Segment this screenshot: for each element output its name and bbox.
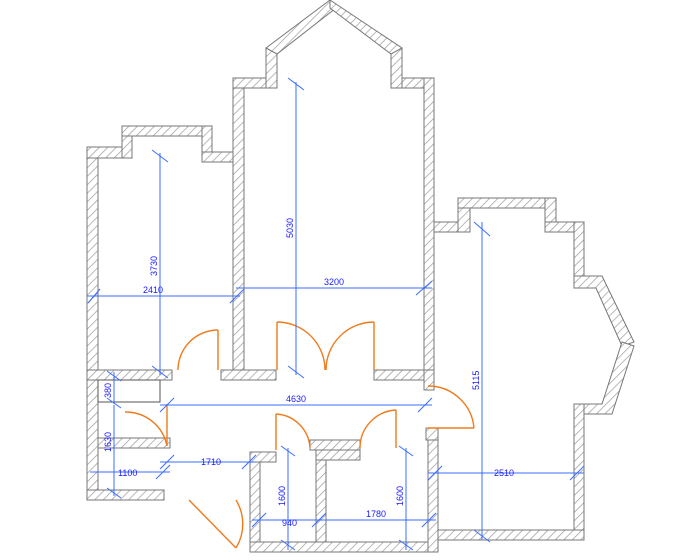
door-bath-a [275,413,311,450]
dim-4630: 4630 [286,394,306,404]
dim-1100: 1100 [118,468,137,478]
walls [86,0,635,553]
dim-2410: 2410 [143,285,163,295]
wall-left-room-top-c [201,151,237,163]
wall-bay-peak-right [329,0,403,55]
wall-bottom-floor [249,541,439,553]
wall-right-bay-bottom [573,341,635,415]
dim-1600-a: 1600 [277,486,287,506]
wall-corridor-top-b [220,369,277,381]
wall-corridor-bottom-b [309,439,361,451]
wall-left-room-top-b [121,125,213,137]
wall-bottom-bath-left [249,451,261,553]
door-right-room [427,385,475,429]
wall-right-floor [437,529,585,541]
dim-5115: 5115 [471,371,481,390]
wall-bay-peak-left [265,0,337,55]
wall-left-room-left [86,146,99,501]
cabinet-380 [97,379,161,403]
wall-right-bay-top [573,275,635,347]
dim-2510: 2510 [494,468,514,478]
wall-corridor-bottom-c [425,427,439,441]
dim-3200: 3200 [324,277,344,287]
wall-bottom-mid-partition [315,451,327,553]
dimension-labels: 5030 3730 2410 3200 5115 380 4630 1630 1… [103,218,514,528]
wall-right-left-stub [423,369,435,391]
door-bath-b [359,409,397,449]
wall-center-left [232,77,245,371]
wall-right-side-b [573,403,585,541]
doors [124,321,475,549]
dim-3730: 3730 [149,256,159,276]
wall-bay-left-v [265,47,278,89]
wall-bottom-left-floor [86,489,165,501]
door-center-left [276,321,326,371]
dim-940: 940 [282,518,297,528]
wall-center-right [423,77,435,371]
door-left-room [177,329,219,371]
wall-corridor-bottom-a [97,437,171,449]
wall-right-top-b [457,197,557,209]
wall-bottom-bath-top [249,451,277,463]
wall-left-room-top-a [86,146,123,159]
dim-1630: 1630 [103,432,113,452]
dim-1710: 1710 [201,457,221,467]
dim-1780: 1780 [366,509,386,519]
dimension-lines [87,77,585,551]
door-lower-left [124,404,168,447]
dim-1600-b: 1600 [395,486,405,506]
dim-5030: 5030 [285,218,295,238]
door-bottom-left [188,499,244,549]
dim-380: 380 [103,383,113,398]
door-center-right [325,321,375,371]
wall-bay-right-v [390,47,403,89]
wall-bottom-right-side [427,439,439,553]
wall-bottom-right-top [315,449,361,461]
